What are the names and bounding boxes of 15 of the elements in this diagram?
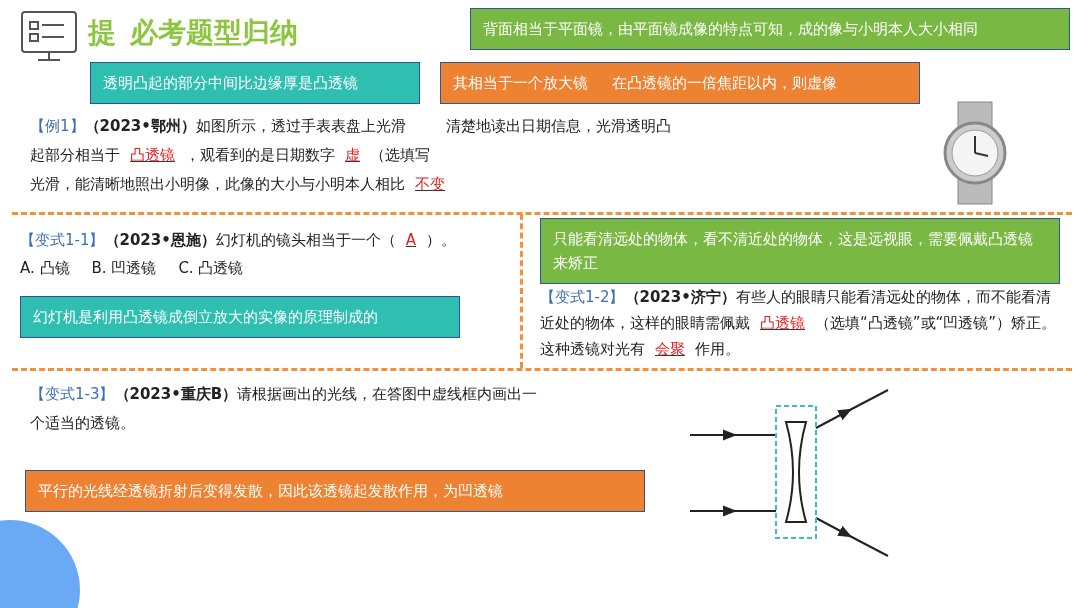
callout-text: 其相当于一个放大镜 — [453, 74, 588, 92]
title-text: 提 — [88, 16, 116, 49]
answer-options: A. 凸镜 B. 凹透镜 C. 凸透镜 — [20, 254, 515, 283]
callout-text: 在凸透镜的一倍焦距以内，则虚像 — [612, 74, 837, 92]
callout-box: 背面相当于平面镜，由平面镜成像的特点可知，成的像与小明本人大小相同 — [470, 8, 1070, 50]
question-text: 【例1】（2023•鄂州）如图所示，透过手表表盘上光滑 清楚地读出日期信息，光滑透明凸 起部分相当于 凸透镜 ，观看到的是日期数字 虚 （选填写 光滑，能清晰地照出小明像，此像的大小与小明本人相比 不变 — [30, 116, 672, 195]
callout-box — [440, 62, 920, 104]
question-text: 【变式1-2】（2023•济宁）有些人的眼睛只能看清远处的物体，而不能看清近处的物体，这样的眼睛需佩戴 凸透镜 （选填“凸透镜”或“凹透镜”）矫正。这种透镜对光有 会聚 作用。 — [540, 287, 1058, 360]
title-text: 必考题型归纳 — [130, 16, 298, 49]
callout-box: 透明凸起的部分中间比边缘厚是凸透镜 — [90, 62, 420, 104]
question-text: 【变式1-3】（2023•重庆B）请根据画出的光线，在答图中虚线框内画出一个适当的透镜。 — [30, 384, 539, 434]
callout-box: 只能看清远处的物体，看不清近处的物体，这是远视眼，需要佩戴凸透镜来矫正 — [540, 218, 1060, 284]
callout-box: 幻灯机是利用凸透镜成倒立放大的实像的原理制成的 — [20, 296, 460, 338]
question-text: 【变式1-1】（2023•恩施）幻灯机的镜头相当于一个（ A ）。 — [20, 230, 458, 251]
callout-box: 平行的光线经透镜折射后变得发散，因此该透镜起发散作用，为凹透镜 — [25, 470, 645, 512]
